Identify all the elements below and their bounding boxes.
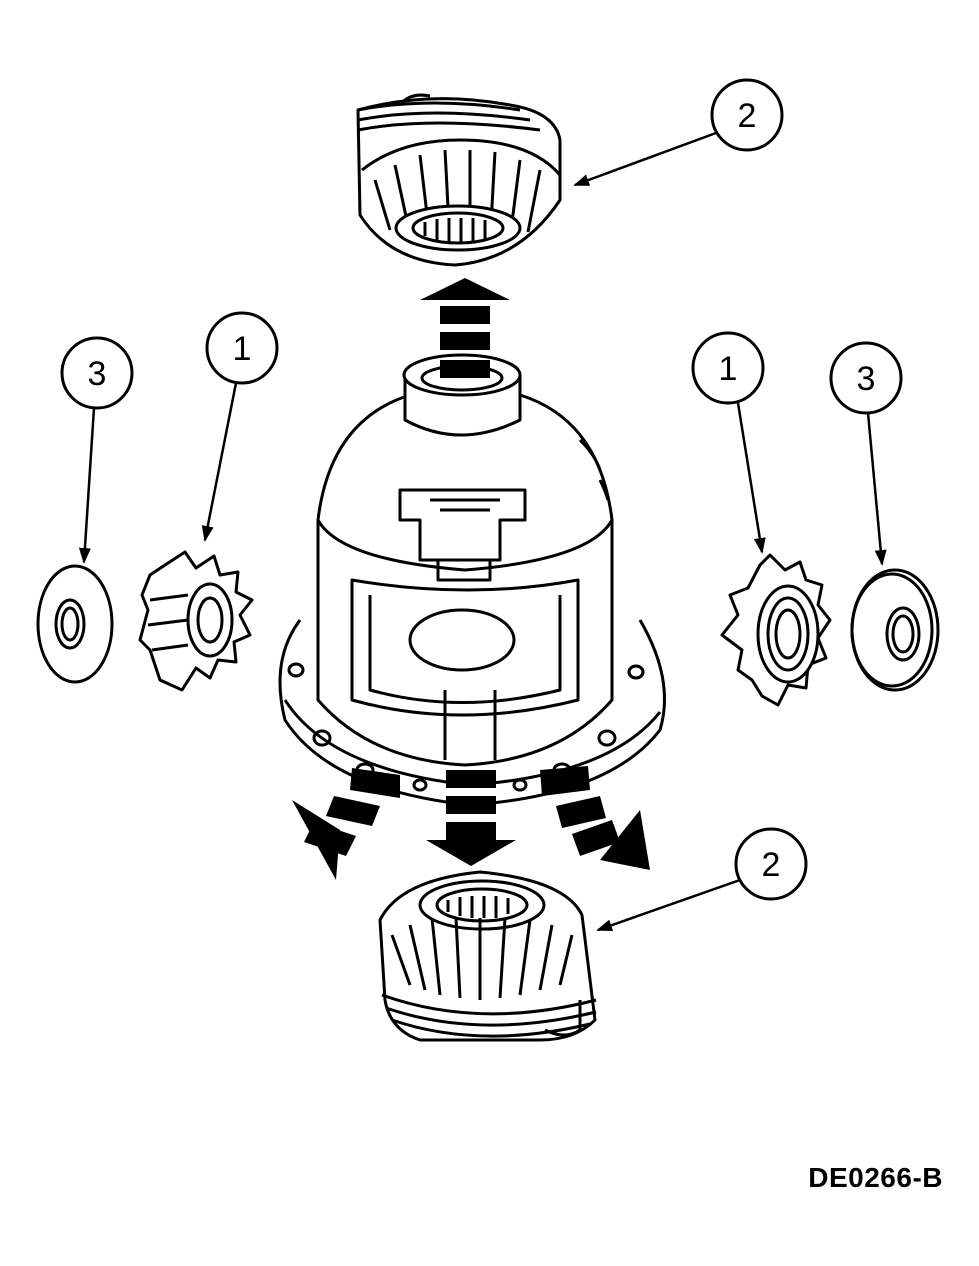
- side-gear-top: [356, 93, 562, 267]
- leader-arrow-3-left: [78, 407, 96, 564]
- washer-left: [36, 564, 114, 684]
- leader-arrow-2-top: [573, 131, 717, 187]
- pinion-left: [138, 550, 254, 692]
- differential-case: [278, 353, 666, 807]
- leader-arrow-1-right: [736, 402, 766, 554]
- figure-id-label: DE0266-B: [808, 1162, 943, 1193]
- leader-arrow-1-left: [201, 382, 238, 542]
- callout-circle-1-right: [691, 331, 765, 405]
- motion-arrow-rotate-right: [540, 766, 650, 870]
- callout-circle-3-left: [60, 336, 134, 410]
- callout-number-1-right: 1: [719, 350, 738, 388]
- callout-number-2-top: 2: [738, 97, 757, 135]
- leader-arrow-3-right: [866, 412, 887, 566]
- motion-arrow-rotate-left: [292, 768, 400, 880]
- washer-right: [850, 568, 940, 692]
- callout-number-2-bottom: 2: [762, 846, 781, 884]
- callout-number-1-left: 1: [233, 330, 252, 368]
- callout-circle-3-right: [829, 341, 903, 415]
- motion-arrow-up: [420, 278, 510, 378]
- callout-circle-2-top: [710, 78, 784, 152]
- leader-arrow-2-bottom: [596, 878, 741, 932]
- callout-circle-2-bottom: [734, 827, 808, 901]
- side-gear-bottom: [378, 870, 597, 1042]
- callout-circle-1-left: [205, 311, 279, 385]
- callout-number-3-left: 3: [88, 355, 107, 393]
- callout-number-3-right: 3: [857, 360, 876, 398]
- pinion-right: [720, 553, 832, 707]
- motion-arrow-down: [426, 770, 516, 866]
